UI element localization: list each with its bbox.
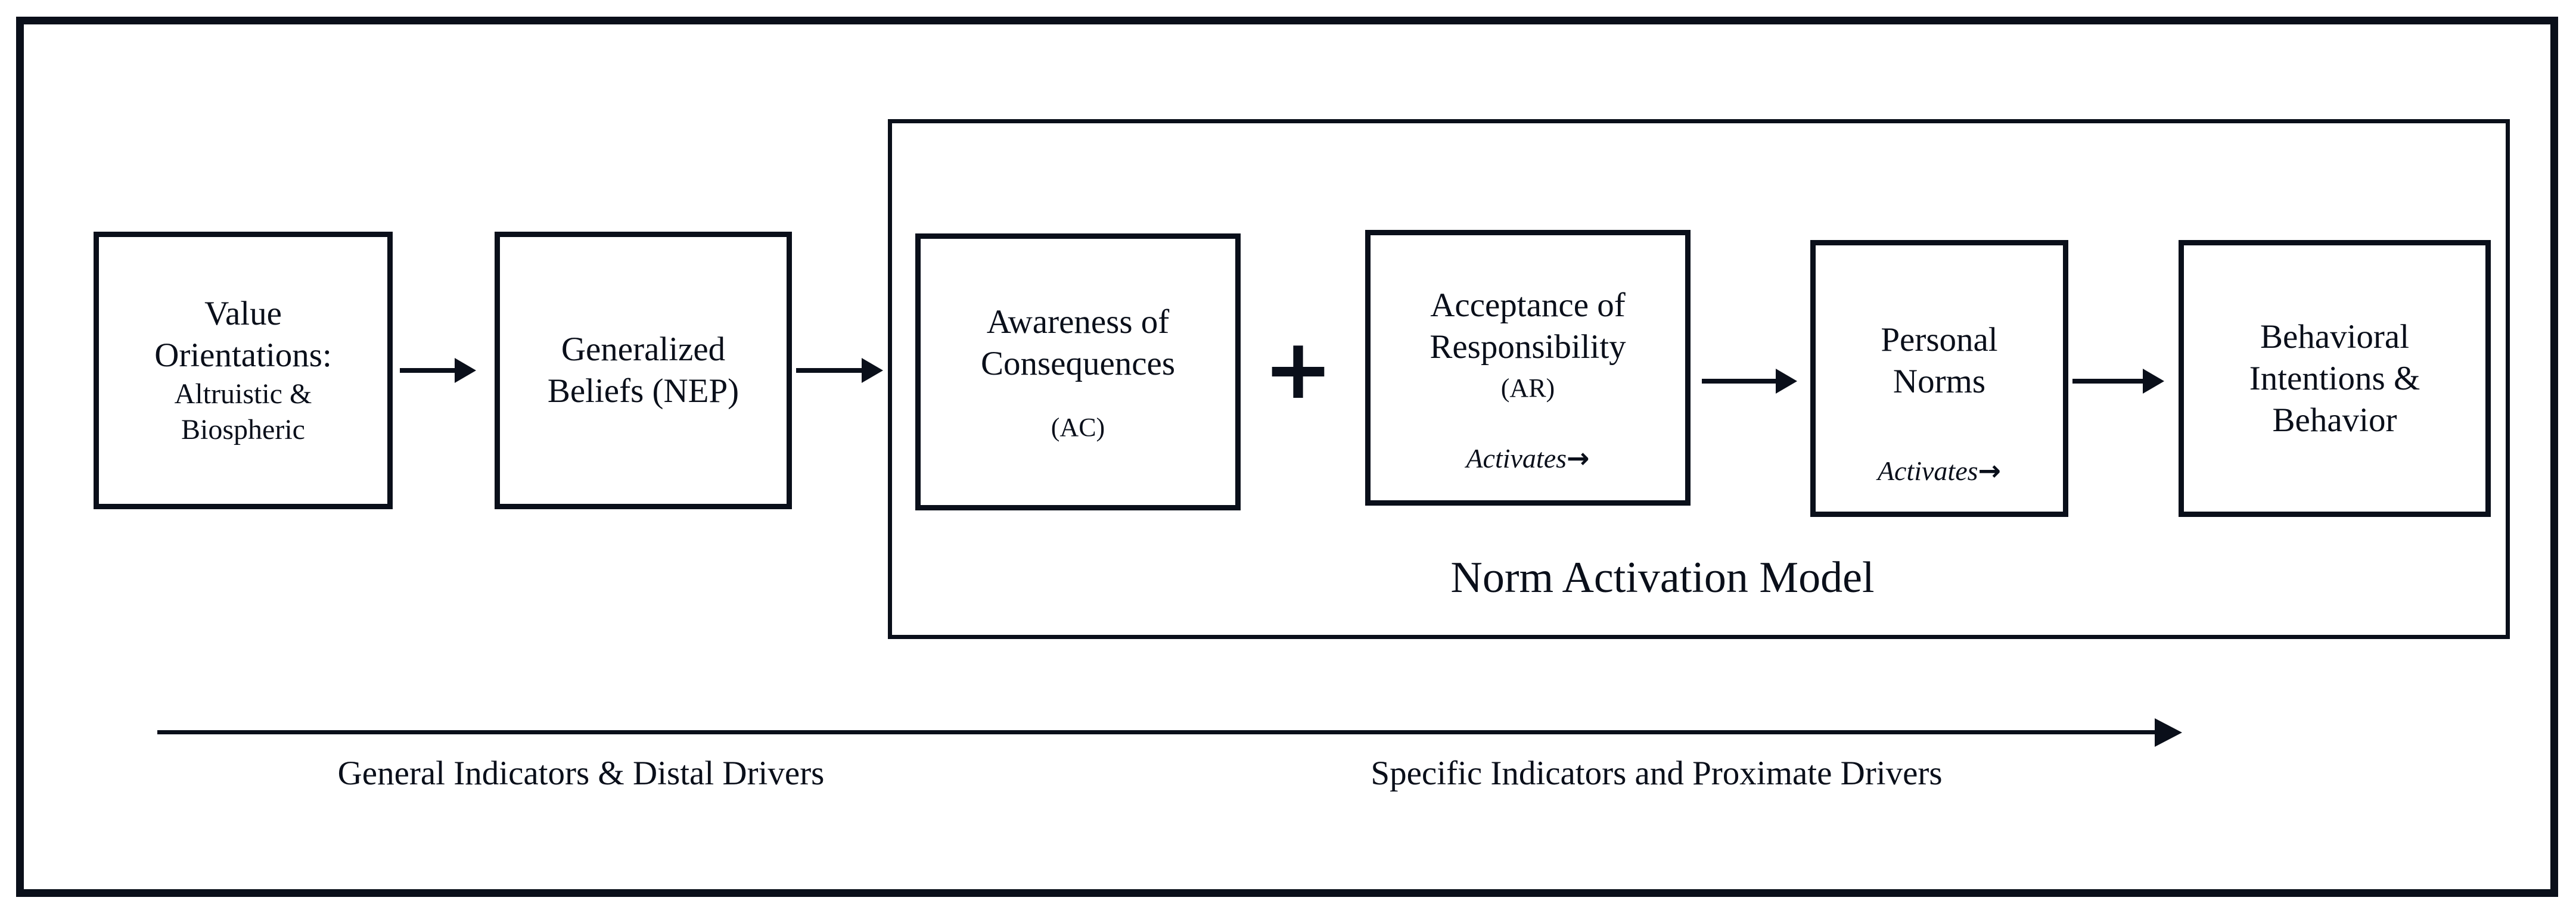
arrow-values-to-beliefs (400, 358, 476, 383)
box-line: Altruistic & (174, 378, 312, 410)
box-line: Value (204, 295, 282, 332)
box-line: Biospheric (181, 414, 305, 445)
box-line: Beliefs (NEP) (547, 372, 739, 410)
box-behavioral-intentions: Behavioral Intentions & Behavior (2179, 240, 2491, 517)
right-arrow-icon: → (1567, 442, 1590, 474)
box-line: Consequences (980, 344, 1176, 382)
arrowhead-icon (455, 358, 476, 383)
label-general-indicators: General Indicators & Distal Drivers (337, 755, 825, 792)
norm-activation-model-label: Norm Activation Model (1450, 553, 1875, 602)
norm-activation-model-container (888, 119, 2510, 639)
box-line: Intentions & (2249, 359, 2420, 397)
label-specific-indicators: Specific Indicators and Proximate Driver… (1371, 755, 1943, 792)
activates-note: Activates→ (1816, 455, 2063, 487)
arrow-ar-to-personal-norms (1702, 369, 1797, 394)
outer-frame (16, 17, 2558, 897)
box-line: Behavior (2272, 401, 2397, 439)
box-line: Acceptance of (1430, 286, 1626, 324)
box-generalized-beliefs: Generalized Beliefs (NEP) (495, 232, 792, 509)
box-line: Orientations: (154, 336, 332, 374)
box-line: Norms (1893, 362, 1986, 400)
arrow-norms-to-behavior (2072, 369, 2164, 394)
arrow-beliefs-to-nam (796, 358, 883, 383)
box-line: Personal (1881, 320, 1998, 359)
box-line: Responsibility (1430, 328, 1626, 366)
plus-sign: + (1263, 321, 1334, 418)
arrowhead-icon (2155, 718, 2182, 747)
abbreviation-ac: (AC) (1051, 412, 1105, 442)
arrowhead-icon (862, 358, 883, 383)
box-personal-norms: Personal Norms Activates→ (1810, 240, 2068, 517)
box-awareness-of-consequences: Awareness of Consequences (AC) (915, 233, 1241, 510)
box-acceptance-of-responsibility: Acceptance of Responsibility (AR) Activa… (1365, 230, 1691, 506)
activates-text: Activates (1466, 443, 1567, 473)
arrowhead-icon (2143, 369, 2164, 394)
abbreviation-ar: (AR) (1500, 373, 1555, 403)
box-line: Generalized (561, 331, 726, 368)
box-line: Behavioral (2260, 317, 2410, 356)
right-arrow-icon: → (1978, 454, 2002, 487)
box-value-orientations: Value Orientations: Altruistic & Biosphe… (94, 232, 393, 509)
activates-note: Activates→ (1371, 443, 1685, 474)
general-to-specific-axis-arrow (157, 718, 2182, 747)
box-line: Awareness of (986, 303, 1170, 341)
arrowhead-icon (1776, 369, 1797, 394)
activates-text: Activates (1877, 456, 1978, 486)
